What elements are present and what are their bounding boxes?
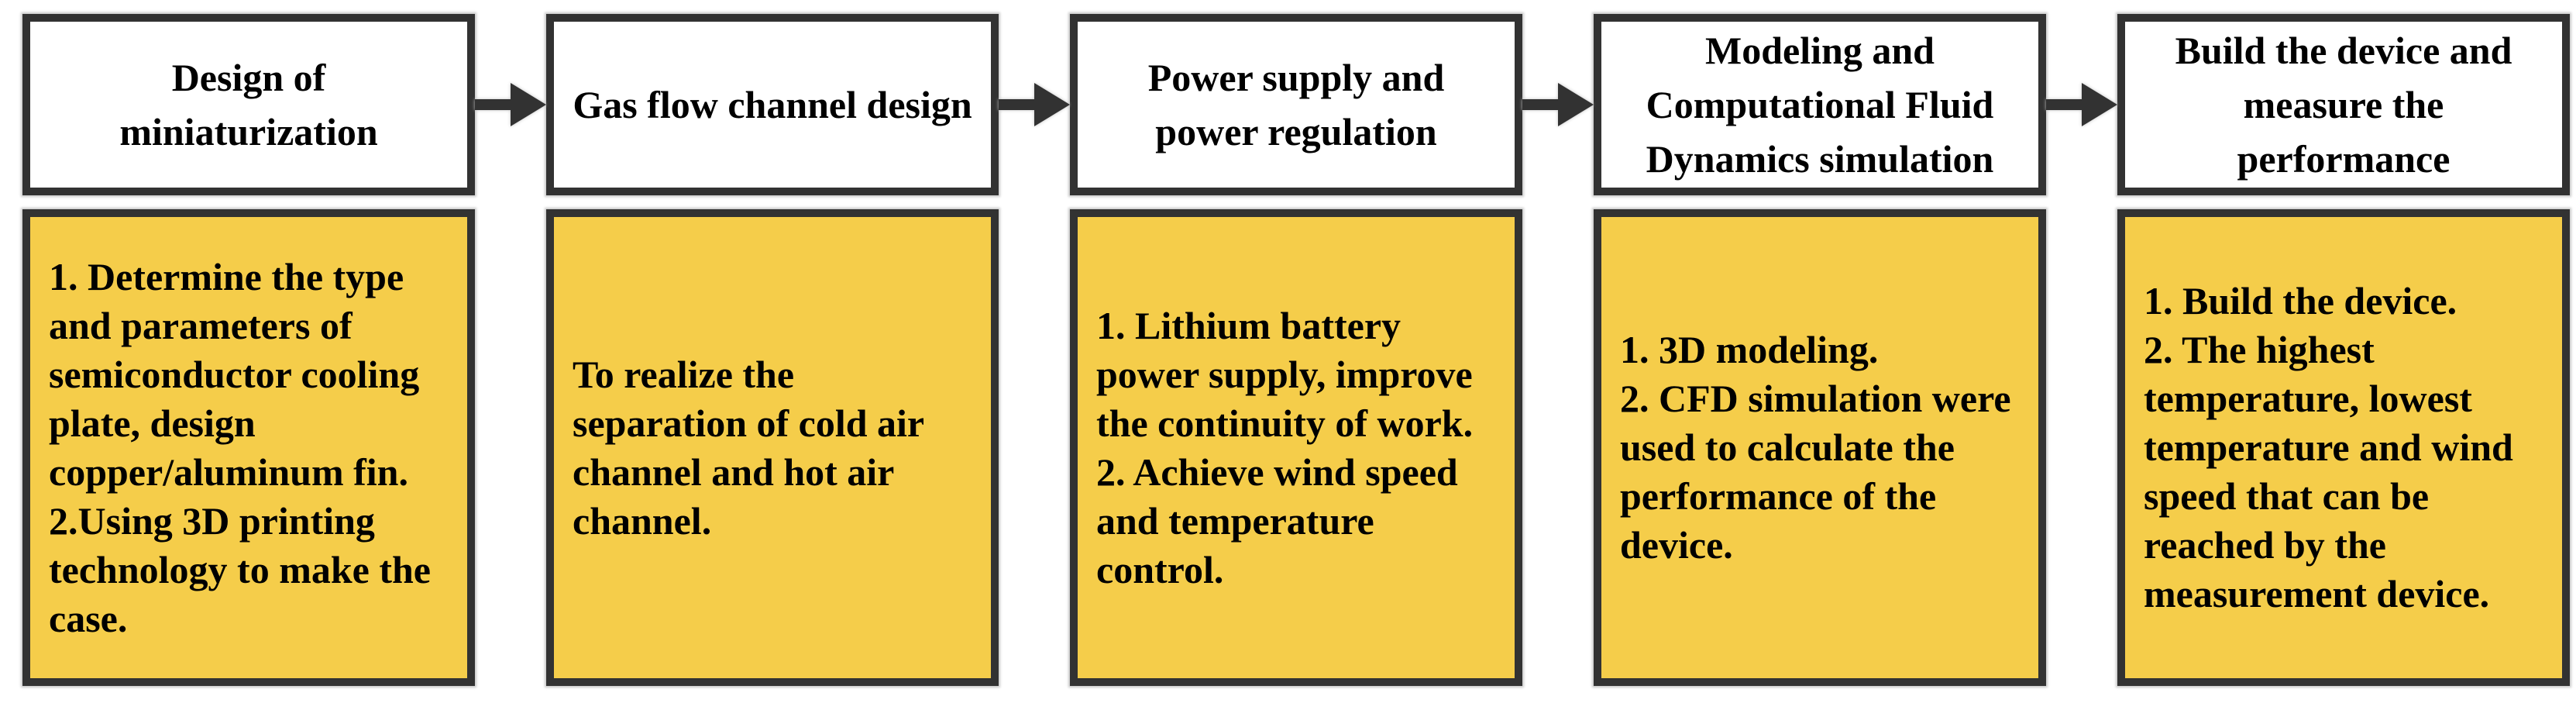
step-5-detail: 1. Build the device. 2. The highest temp… bbox=[2144, 279, 2513, 615]
arrow-head bbox=[2082, 83, 2117, 126]
step-4-title: Modeling and Computational Fluid Dynamic… bbox=[1646, 29, 1994, 181]
step-1-detail-box: 1. Determine the type and parameters of … bbox=[22, 209, 475, 686]
arrow-3-icon bbox=[1522, 83, 1594, 126]
step-4-detail: 1. 3D modeling. 2. CFD simulation were u… bbox=[1620, 328, 2011, 567]
step-1-detail: 1. Determine the type and parameters of … bbox=[49, 254, 431, 640]
step-5-title: Build the device and measure the perform… bbox=[2175, 29, 2512, 181]
arrow-head bbox=[511, 83, 546, 126]
arrow-4-icon bbox=[2046, 83, 2117, 126]
step-3-detail: 1. Lithium battery power supply, improve… bbox=[1096, 303, 1483, 591]
step-2-detail-box: To realize the separation of cold air ch… bbox=[546, 209, 999, 686]
step-3-title: Power supply and power regulation bbox=[1147, 56, 1445, 153]
step-2-header-box: Gas flow channel design bbox=[546, 14, 999, 195]
step-1-header-box: Design of miniaturization bbox=[22, 14, 475, 195]
arrow-shaft bbox=[2046, 99, 2085, 110]
arrow-shaft bbox=[1522, 99, 1561, 110]
flowchart-grid: Design of miniaturization Gas flow chann… bbox=[22, 14, 2576, 686]
arrow-head bbox=[1558, 83, 1594, 126]
step-1-title: Design of miniaturization bbox=[119, 56, 378, 153]
step-2-title: Gas flow channel design bbox=[573, 83, 972, 126]
step-5-detail-box: 1. Build the device. 2. The highest temp… bbox=[2117, 209, 2570, 686]
step-3-detail-box: 1. Lithium battery power supply, improve… bbox=[1070, 209, 1522, 686]
step-4-detail-box: 1. 3D modeling. 2. CFD simulation were u… bbox=[1594, 209, 2046, 686]
step-5-header-box: Build the device and measure the perform… bbox=[2117, 14, 2570, 195]
arrow-shaft bbox=[999, 99, 1037, 110]
step-4-header-box: Modeling and Computational Fluid Dynamic… bbox=[1594, 14, 2046, 195]
arrow-2-icon bbox=[999, 83, 1070, 126]
step-3-header-box: Power supply and power regulation bbox=[1070, 14, 1522, 195]
step-2-detail: To realize the separation of cold air ch… bbox=[573, 352, 934, 543]
arrow-head bbox=[1034, 83, 1070, 126]
arrow-shaft bbox=[475, 99, 514, 110]
arrow-1-icon bbox=[475, 83, 546, 126]
